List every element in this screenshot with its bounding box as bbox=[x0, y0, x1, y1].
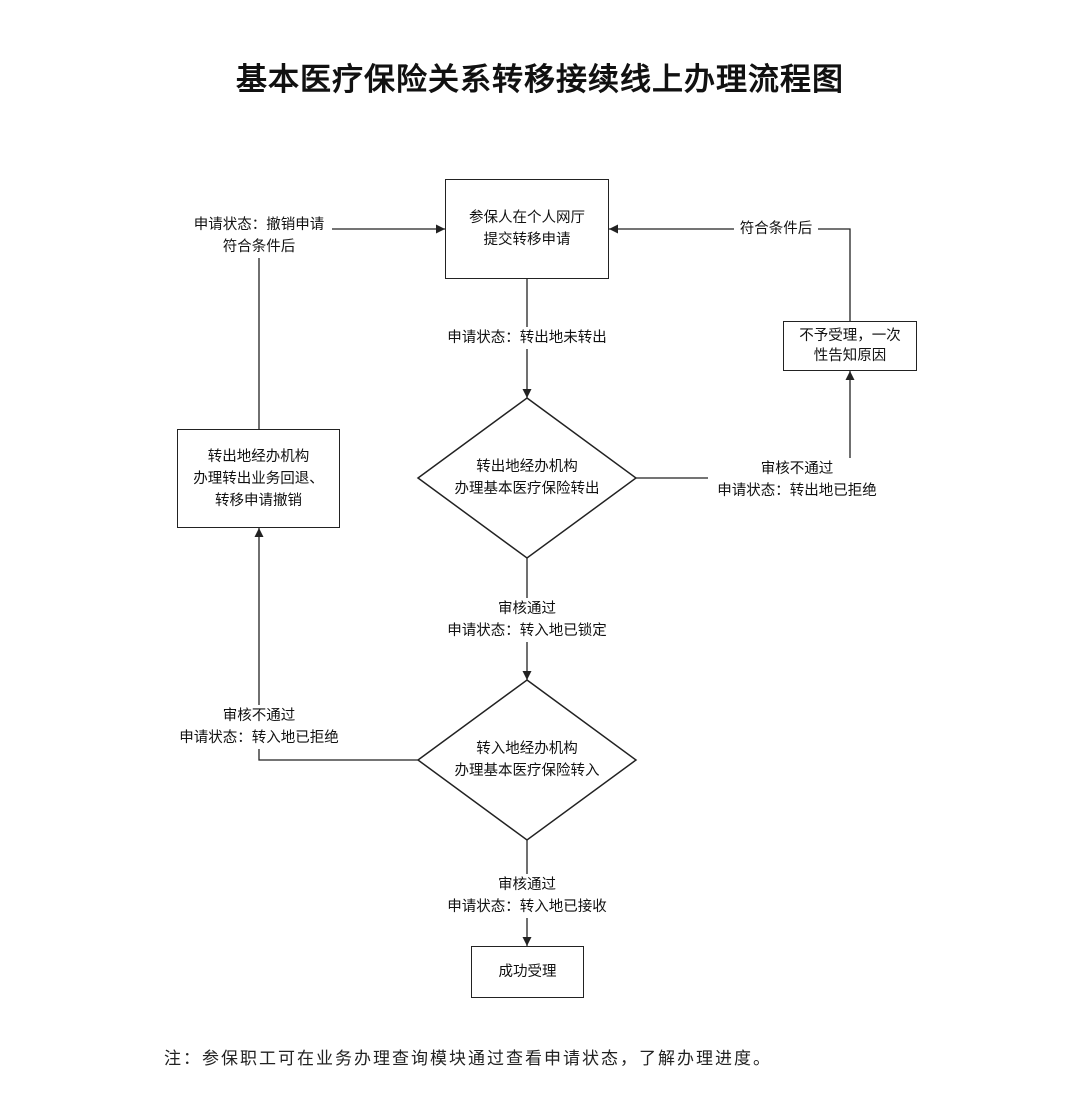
label-out-reject-line-1: 审核不通过 bbox=[760, 461, 834, 477]
reject-notice-line-2: 性告知原因 bbox=[813, 348, 887, 364]
label-out-reject: 审核不通过 申请状态：转出地已拒绝 bbox=[708, 458, 886, 502]
label-in-reject: 审核不通过 申请状态：转入地已拒绝 bbox=[170, 705, 348, 749]
in-process-line-2: 办理基本医疗保险转入 bbox=[454, 763, 600, 779]
label-out-pass: 审核通过 申请状态：转入地已锁定 bbox=[438, 598, 616, 642]
label-in-pass-line-2: 申请状态：转入地已接收 bbox=[447, 899, 607, 915]
label-cancel: 申请状态：撤销申请 符合条件后 bbox=[186, 214, 332, 258]
label-resubmit-line-1: 符合条件后 bbox=[739, 221, 813, 237]
arrow-resubmit bbox=[609, 224, 851, 321]
out-process-text: 转出地经办机构 办理基本医疗保险转出 bbox=[427, 456, 627, 500]
label-out-reject-line-2: 申请状态：转出地已拒绝 bbox=[717, 483, 877, 499]
label-in-reject-line-2: 申请状态：转入地已拒绝 bbox=[179, 730, 339, 746]
in-process-line-1: 转入地经办机构 bbox=[476, 741, 578, 757]
rollback-line-1: 转出地经办机构 bbox=[207, 448, 310, 465]
in-process-text: 转入地经办机构 办理基本医疗保险转入 bbox=[427, 738, 627, 782]
label-cancel-line-2: 符合条件后 bbox=[222, 239, 296, 255]
label-not-out-line-1: 申请状态：转出地未转出 bbox=[447, 330, 607, 346]
page-title: 基本医疗保险关系转移接续线上办理流程图 bbox=[236, 62, 844, 98]
out-process-line-2: 办理基本医疗保险转出 bbox=[454, 481, 600, 497]
success-box: 成功受理 bbox=[471, 946, 584, 998]
rollback-line-2: 办理转出业务回退、 bbox=[193, 470, 324, 487]
label-not-out: 申请状态：转出地未转出 bbox=[438, 327, 616, 349]
reject-notice-line-1: 不予受理，一次 bbox=[799, 328, 901, 344]
label-in-reject-line-1: 审核不通过 bbox=[222, 708, 296, 724]
label-cancel-line-1: 申请状态：撤销申请 bbox=[193, 217, 325, 233]
rollback-box: 转出地经办机构 办理转出业务回退、 转移申请撤销 bbox=[177, 429, 340, 528]
submit-line-2: 提交转移申请 bbox=[483, 232, 571, 248]
label-in-pass: 审核通过 申请状态：转入地已接收 bbox=[438, 874, 616, 918]
reject-notice-box: 不予受理，一次 性告知原因 bbox=[783, 321, 917, 371]
label-in-pass-line-1: 审核通过 bbox=[498, 877, 556, 893]
arrow-in-reject bbox=[254, 528, 418, 761]
label-out-pass-line-2: 申请状态：转入地已锁定 bbox=[447, 623, 607, 639]
arrow-cancel bbox=[258, 224, 445, 429]
label-out-pass-line-1: 审核通过 bbox=[498, 601, 556, 617]
success-label: 成功受理 bbox=[498, 964, 557, 980]
rollback-line-3: 转移申请撤销 bbox=[215, 492, 302, 509]
label-resubmit: 符合条件后 bbox=[734, 218, 818, 240]
footnote: 注：参保职工可在业务办理查询模块通过查看申请状态，了解办理进度。 bbox=[164, 1049, 772, 1069]
submit-application-box: 参保人在个人网厅 提交转移申请 bbox=[445, 179, 609, 279]
out-process-line-1: 转出地经办机构 bbox=[476, 459, 578, 475]
submit-line-1: 参保人在个人网厅 bbox=[469, 210, 585, 226]
